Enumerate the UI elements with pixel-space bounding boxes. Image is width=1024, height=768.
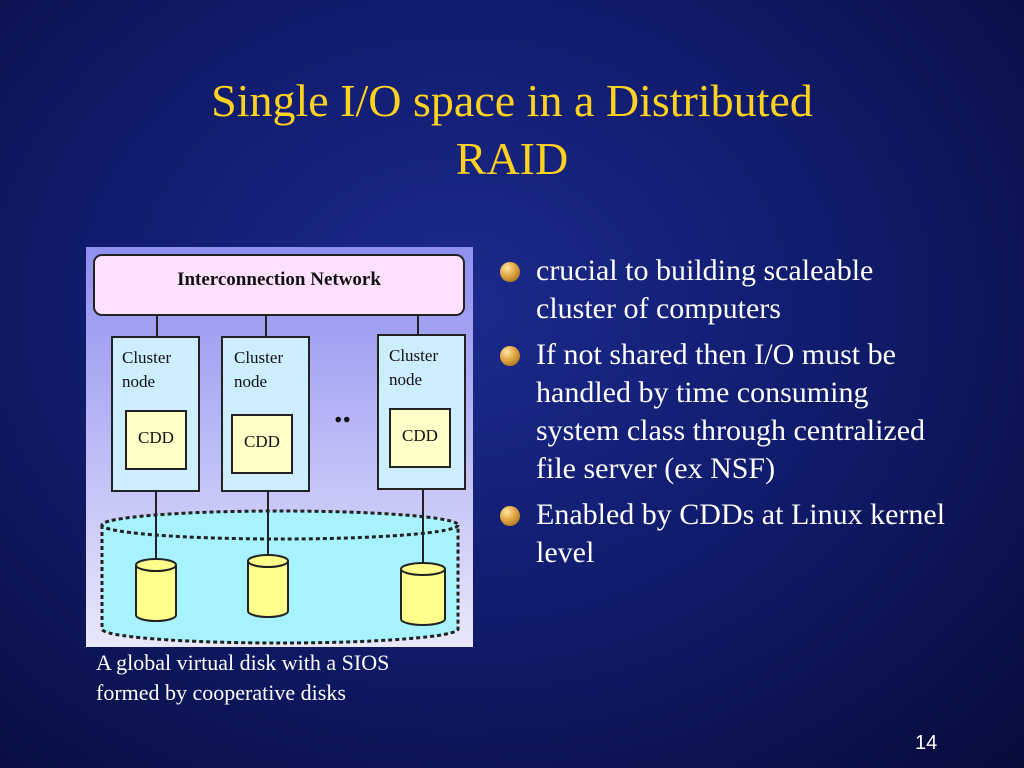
bullet-text-2: If not shared then I/O must be handled b…	[536, 338, 926, 485]
bullet-text-1: crucial to building scaleable cluster of…	[536, 254, 874, 325]
interconnection-network-box	[93, 254, 465, 316]
cdd-label-3: CDD	[402, 426, 438, 445]
more-nodes-ellipsis: ..	[334, 393, 351, 430]
disk-1	[135, 558, 177, 622]
slide-title-line-2: RAID	[455, 133, 569, 184]
slide-title-line-1: Single I/O space in a Distributed	[211, 75, 813, 126]
cdd-box-2	[231, 414, 293, 474]
caption-line-1: A global virtual disk with a SIOS	[96, 650, 390, 675]
bullet-item-3: Enabled by CDDs at Linux kernel level	[500, 496, 950, 572]
disk-2	[247, 554, 289, 618]
cluster-node-1-label-line2: node	[122, 372, 155, 391]
diagram-svg: Interconnection Network Cluster node CDD…	[93, 254, 466, 645]
cdd-box-1	[125, 410, 187, 470]
cdd-label-2: CDD	[244, 432, 280, 451]
slide-title: Single I/O space in a Distributed RAID	[0, 72, 1024, 188]
bullet-item-2: If not shared then I/O must be handled b…	[500, 336, 950, 488]
caption-line-2: formed by cooperative disks	[96, 680, 346, 705]
bullet-item-1: crucial to building scaleable cluster of…	[500, 252, 950, 328]
disk-3	[400, 562, 446, 626]
cluster-node-3-label-line1: Cluster	[389, 346, 438, 365]
cluster-node-2-label-line1: Cluster	[234, 348, 283, 367]
cluster-node-3-label-line2: node	[389, 370, 422, 389]
cdd-box-3	[389, 408, 451, 468]
cluster-node-1-label-line1: Cluster	[122, 348, 171, 367]
cdd-label-1: CDD	[138, 428, 174, 447]
bullet-sphere-icon	[500, 346, 520, 366]
bullet-sphere-icon	[500, 262, 520, 282]
distributed-raid-diagram: Interconnection Network Cluster node CDD…	[86, 247, 473, 647]
bullet-list: crucial to building scaleable cluster of…	[500, 252, 950, 580]
page-number: 14	[915, 732, 938, 754]
interconnection-network-label: Interconnection Network	[177, 269, 381, 290]
diagram-caption: A global virtual disk with a SIOS formed…	[96, 648, 486, 708]
cluster-node-2-label-line2: node	[234, 372, 267, 391]
bullet-sphere-icon	[500, 506, 520, 526]
bullet-text-3: Enabled by CDDs at Linux kernel level	[536, 498, 946, 569]
